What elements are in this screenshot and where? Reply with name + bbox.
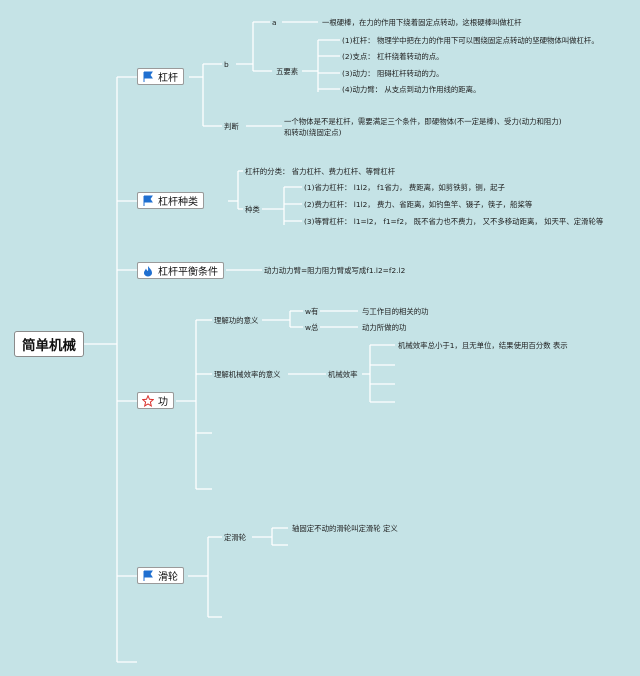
- branch-lever-label: 杠杆: [158, 73, 178, 84]
- types-kind-3: (3)等臂杠杆： l1=l2， f1=f2， 既不省力也不费力， 又不多移动距离…: [304, 217, 604, 226]
- lever-element-3: (3)动力： 阻碍杠杆转动的力。: [342, 69, 444, 78]
- lever-five-label: 五要素: [276, 67, 299, 76]
- flag-icon: [142, 71, 154, 83]
- work-eff-text: 机械效率总小于1，且无单位，结果使用百分数 表示: [398, 341, 568, 350]
- work-understand-label: 理解功的意义: [214, 316, 259, 325]
- lever-define-key: a: [272, 18, 277, 27]
- types-kind-2: (2)费力杠杆： l1l2， 费力、省距离，如钓鱼竿、镊子，筷子，船桨等: [304, 200, 533, 209]
- branch-work-label: 功: [158, 397, 168, 408]
- types-kind-1: (1)省力杠杆： l1l2， f1省力， 费距离，如剪铁剪，铡，起子: [304, 183, 505, 192]
- branch-balance[interactable]: 杠杆平衡条件: [137, 262, 224, 279]
- work-total-key: w总: [305, 323, 319, 332]
- branch-lever-types-label: 杠杆种类: [158, 197, 198, 208]
- types-kind-label: 种类: [245, 205, 260, 214]
- flag-icon: [142, 570, 154, 582]
- lever-judge-text: 一个物体是不是杠杆，需要满足三个条件，即硬物体(不一定是棒)、受力(动力和阻力)…: [284, 117, 562, 137]
- lever-element-2: (2)支点： 杠杆绕着转动的点。: [342, 52, 444, 61]
- lever-element-4: (4)动力臂： 从支点到动力作用线的距离。: [342, 85, 481, 94]
- branch-lever-types[interactable]: 杠杆种类: [137, 192, 204, 209]
- lever-element-1: (1)杠杆： 物理学中把在力的作用下可以围绕固定点转动的坚硬物体叫做杠杆。: [342, 36, 599, 45]
- branch-pulley[interactable]: 滑轮: [137, 567, 184, 584]
- flag-icon: [142, 195, 154, 207]
- work-useful-key: w有: [305, 307, 319, 316]
- root-label: 简单机械: [22, 338, 76, 354]
- work-useful-text: 与工作目的相关的功: [362, 307, 429, 316]
- branch-balance-label: 杠杆平衡条件: [158, 267, 218, 278]
- pulley-fixed-text: 轴固定不动的滑轮叫定滑轮 定义: [292, 524, 398, 533]
- balance-text: 动力动力臂=阻力阻力臂或写成f1.l2=f2.l2: [264, 266, 406, 275]
- lever-b-key: b: [224, 60, 229, 69]
- work-eff-label: 理解机械效率的意义: [214, 370, 281, 379]
- branch-work[interactable]: 功: [137, 392, 174, 409]
- work-total-text: 动力所做的功: [362, 323, 407, 332]
- branch-lever[interactable]: 杠杆: [137, 68, 184, 85]
- types-classify: 杠杆的分类： 省力杠杆、费力杠杆、等臂杠杆: [245, 167, 396, 176]
- lever-judge-label: 判断: [224, 122, 239, 131]
- lever-define-text: 一根硬棒，在力的作用下绕着固定点转动，这根硬棒叫做杠杆: [322, 18, 522, 27]
- branch-pulley-label: 滑轮: [158, 572, 178, 583]
- star-icon: [142, 394, 154, 407]
- pulley-fixed-label: 定滑轮: [224, 533, 247, 542]
- flame-icon: [142, 265, 154, 277]
- root-node[interactable]: 简单机械: [14, 331, 84, 357]
- work-eff-sub: 机械效率: [328, 370, 358, 379]
